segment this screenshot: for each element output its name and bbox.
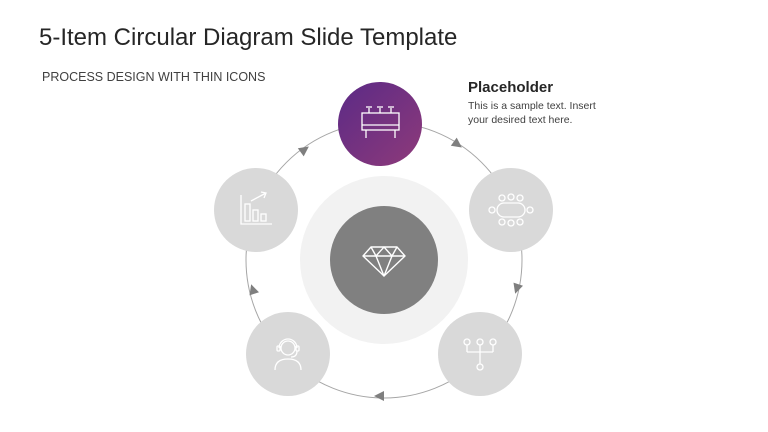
callout-body: This is a sample text. Insert your desir… [468, 100, 596, 126]
cycle-arrow [374, 391, 384, 401]
callout-text-box: Placeholder This is a sample text. Inser… [468, 79, 618, 127]
hierarchy-icon [463, 338, 497, 371]
bar-chart-icon [240, 191, 272, 225]
node-billboard[interactable] [338, 82, 422, 166]
cycle-arrow [450, 137, 462, 148]
cycle-arrow [297, 146, 309, 157]
slide-title: 5-Item Circular Diagram Slide Template [39, 24, 458, 51]
center-hub [330, 206, 438, 314]
meeting-table-icon [488, 193, 534, 227]
cycle-arrow [249, 284, 259, 296]
node-chart[interactable] [214, 168, 298, 252]
node-support[interactable] [246, 312, 330, 396]
slide-subtitle: PROCESS DESIGN WITH THIN ICONS [42, 70, 266, 84]
customer-support-icon [274, 338, 302, 371]
callout-heading: Placeholder [468, 79, 554, 96]
node-meeting[interactable] [469, 168, 553, 252]
cycle-arrow [513, 282, 523, 294]
node-hierarchy[interactable] [438, 312, 522, 396]
diamond-icon [362, 246, 406, 277]
billboard-icon [361, 106, 400, 138]
